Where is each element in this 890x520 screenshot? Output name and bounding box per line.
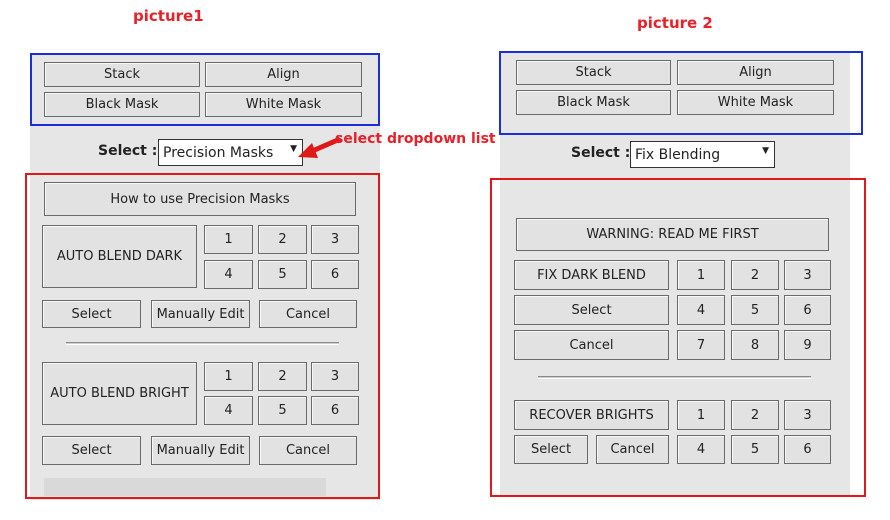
dark-num-4[interactable]: 4 [204,260,253,289]
fix-num-7[interactable]: 7 [677,330,725,360]
align-button[interactable]: Align [205,62,362,87]
bright-num-6[interactable]: 6 [311,396,359,425]
stack-button[interactable]: Stack [44,62,200,87]
recover-num-4[interactable]: 4 [677,435,725,464]
bright-manually-edit-button[interactable]: Manually Edit [151,436,250,465]
dark-num-3[interactable]: 3 [311,225,359,254]
recover-num-5[interactable]: 5 [731,435,779,464]
dropdown-value: Precision Masks [163,144,274,161]
bright-num-2[interactable]: 2 [258,362,307,391]
section-divider [66,342,339,345]
stack-button[interactable]: Stack [516,60,671,85]
bright-num-5[interactable]: 5 [258,396,307,425]
chevron-down-icon: ▼ [290,144,297,154]
black-mask-button[interactable]: Black Mask [516,90,671,115]
dark-manually-edit-button[interactable]: Manually Edit [151,300,250,328]
bright-cancel-button[interactable]: Cancel [259,436,357,465]
mode-dropdown[interactable]: Fix Blending ▼ [630,141,775,168]
dropdown-value: Fix Blending [635,146,721,163]
picture1-heading: picture1 [133,7,204,25]
select-label: Select : [571,145,631,161]
recover-brights-button[interactable]: RECOVER BRIGHTS [514,400,669,430]
annotation-text: select dropdown list [335,131,496,147]
select-label: Select : [98,143,158,159]
fix-num-1[interactable]: 1 [677,260,725,290]
recover-select-button[interactable]: Select [514,435,588,464]
chevron-down-icon: ▼ [762,146,769,156]
black-mask-button[interactable]: Black Mask [44,92,200,117]
dark-num-5[interactable]: 5 [258,260,307,289]
picture1-content-outline [25,173,380,499]
dark-select-button[interactable]: Select [42,300,141,328]
annotation-arrow-icon [298,136,341,158]
fix-num-5[interactable]: 5 [731,295,779,325]
dark-num-6[interactable]: 6 [311,260,359,289]
warning-button[interactable]: WARNING: READ ME FIRST [516,218,829,251]
bright-num-4[interactable]: 4 [204,396,253,425]
recover-num-1[interactable]: 1 [677,400,725,430]
fix-num-3[interactable]: 3 [784,260,831,290]
bright-num-3[interactable]: 3 [311,362,359,391]
fix-num-9[interactable]: 9 [784,330,831,360]
auto-blend-dark-button[interactable]: AUTO BLEND DARK [42,225,197,288]
white-mask-button[interactable]: White Mask [205,92,362,117]
picture2-toolbar-outline [499,51,863,135]
recover-num-2[interactable]: 2 [731,400,779,430]
picture1-toolbar-outline [30,53,380,126]
section-divider [538,376,811,379]
fix-num-6[interactable]: 6 [784,295,831,325]
picture2-heading: picture 2 [637,14,713,32]
fix-num-8[interactable]: 8 [731,330,779,360]
dark-num-2[interactable]: 2 [258,225,307,254]
recover-num-3[interactable]: 3 [784,400,831,430]
auto-blend-bright-button[interactable]: AUTO BLEND BRIGHT [42,362,197,425]
white-mask-button[interactable]: White Mask [677,90,834,115]
fix-num-4[interactable]: 4 [677,295,725,325]
select-button[interactable]: Select [514,295,669,325]
recover-cancel-button[interactable]: Cancel [596,435,669,464]
dark-cancel-button[interactable]: Cancel [259,300,357,328]
recover-num-6[interactable]: 6 [784,435,831,464]
mode-dropdown[interactable]: Precision Masks ▼ [158,139,303,166]
bright-select-button[interactable]: Select [42,436,141,465]
fix-dark-blend-button[interactable]: FIX DARK BLEND [514,260,669,290]
how-to-use-button[interactable]: How to use Precision Masks [44,182,356,216]
dark-num-1[interactable]: 1 [204,225,253,254]
cancel-button[interactable]: Cancel [514,330,669,360]
bright-num-1[interactable]: 1 [204,362,253,391]
align-button[interactable]: Align [677,60,834,85]
picture2-content-outline [490,178,866,497]
picture1-panel-footer [44,478,326,496]
fix-num-2[interactable]: 2 [731,260,779,290]
